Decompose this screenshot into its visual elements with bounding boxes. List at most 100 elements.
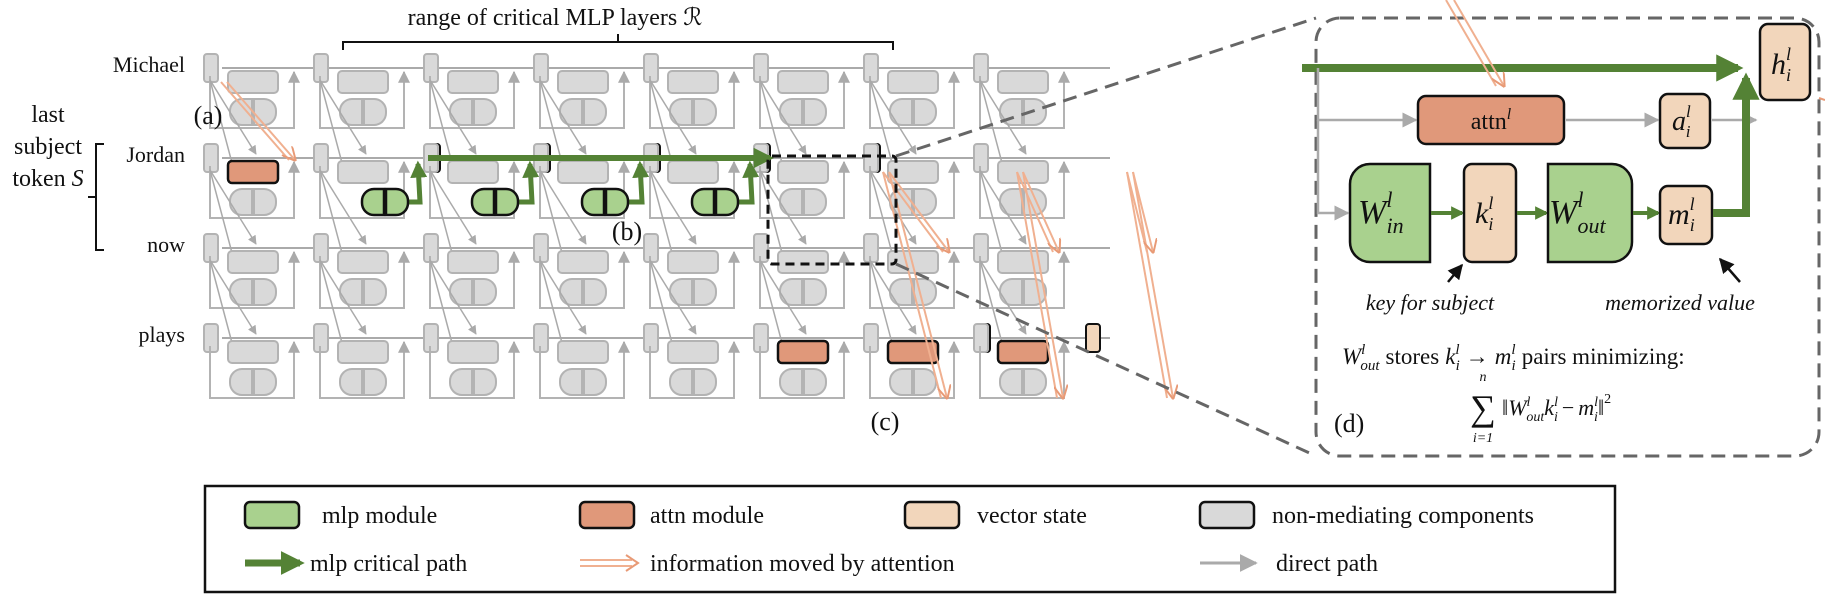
gray-attn <box>777 70 829 94</box>
gray-diagonal <box>649 169 697 245</box>
mlp-gray-right <box>693 278 717 306</box>
attn-flow-line <box>1016 171 1054 253</box>
token-michael: Michael <box>113 52 185 77</box>
gray-attn <box>447 160 499 184</box>
zoom-arrow-to-win <box>1316 120 1350 221</box>
legend-green-label: mlp critical path <box>310 551 467 577</box>
gray-attn <box>447 70 499 94</box>
gray-frame <box>209 76 295 129</box>
legend-orange-arrow <box>580 554 640 572</box>
token-jordan: Jordan <box>126 142 185 167</box>
mlp-gray-left <box>559 278 583 306</box>
mlp-gray-right <box>363 98 387 126</box>
gray-frame <box>539 76 625 129</box>
gray-diagonal <box>319 169 367 245</box>
gray-diagonal <box>319 259 367 335</box>
gray-frame <box>429 256 515 309</box>
gray-frame <box>319 256 405 309</box>
mlp-gray-right <box>1023 368 1047 396</box>
marker-a: (a) <box>194 101 223 130</box>
mlp-gray-left <box>999 368 1023 396</box>
legend-orange-label: information moved by attention <box>650 551 955 577</box>
mlp-gray-right <box>253 368 277 396</box>
gray-frame <box>539 346 625 399</box>
mlp-gray-left <box>669 368 693 396</box>
mlp-gray-right <box>253 98 277 126</box>
range-label: range of critical MLP layers ℛ <box>408 5 703 31</box>
callout-line-top <box>895 16 1317 158</box>
zoom-attn-input <box>1445 0 1504 86</box>
gray-frame <box>979 346 1065 399</box>
attn-flow-line <box>1132 171 1153 252</box>
mlp-gray-right <box>583 368 607 396</box>
attn-module <box>886 339 940 365</box>
mlp-gray-left <box>889 278 913 306</box>
token-now: now <box>147 232 185 257</box>
gray-attn <box>447 250 499 274</box>
legend-attn-swatch <box>578 500 636 530</box>
mlp-gray-left <box>779 188 803 216</box>
zoom-memory-state <box>1658 184 1714 246</box>
gray-attn <box>227 340 279 364</box>
subject-label-line1: last <box>31 102 65 128</box>
mlp-gray-right <box>693 368 717 396</box>
mlp-gray-right <box>583 98 607 126</box>
mlp-gray-left <box>779 278 803 306</box>
mlp-gray-right <box>473 98 497 126</box>
mlp-module-left <box>470 187 496 217</box>
gray-diagonal <box>319 79 367 155</box>
gray-diagonal <box>649 79 697 155</box>
zoom-w-in-module <box>1348 162 1432 264</box>
zoom-attn-module <box>1416 94 1566 146</box>
zoom-hidden-state <box>1758 22 1812 102</box>
attention-flows <box>220 81 1173 398</box>
gray-diagonal <box>979 79 1027 155</box>
mlp-gray-left <box>229 98 253 126</box>
gray-frame <box>759 256 845 309</box>
gray-attn <box>777 160 829 184</box>
gray-attn <box>667 160 719 184</box>
zoom-w-out-module <box>1546 162 1634 264</box>
gray-frame <box>209 346 295 399</box>
gray-diagonal <box>539 79 587 155</box>
gray-frame <box>649 76 735 129</box>
mlp-gray-right <box>803 368 827 396</box>
mlp-gray-left <box>229 188 253 216</box>
mlp-module-left <box>690 187 716 217</box>
gray-frame <box>869 76 955 129</box>
mlp-gray-right <box>913 278 937 306</box>
mlp-gray-left <box>889 98 913 126</box>
mlp-gray-right <box>693 98 717 126</box>
gray-attn <box>227 250 279 274</box>
mlp-gray-right <box>363 278 387 306</box>
zoom-attn-output-state <box>1658 92 1712 150</box>
gray-attn <box>557 250 609 274</box>
zoom-mem-pointer <box>1719 257 1741 283</box>
mlp-gray-left <box>779 98 803 126</box>
gray-diagonal <box>209 79 257 155</box>
mlp-gray-left <box>779 368 803 396</box>
range-indicator: range of critical MLP layers ℛ <box>342 5 894 50</box>
legend-state-label: vector state <box>977 503 1087 529</box>
attn-flow-line <box>1022 171 1063 398</box>
attn-flow-line <box>220 81 290 161</box>
range-brace <box>342 34 894 50</box>
mlp-module-right <box>604 187 630 217</box>
gray-frame <box>979 166 1065 219</box>
mlp-gray-left <box>229 368 253 396</box>
gray-attn <box>667 340 719 364</box>
gray-attn <box>337 250 389 274</box>
gray-diagonal <box>539 169 587 245</box>
mlp-gray-left <box>339 278 363 306</box>
marker-c: (c) <box>871 407 900 436</box>
gray-frame <box>209 256 295 309</box>
zoom-key-pointer <box>1447 263 1463 283</box>
mlp-module-right <box>714 187 740 217</box>
mlp-module-right <box>494 187 520 217</box>
gray-attn <box>337 160 389 184</box>
mlp-gray-left <box>999 278 1023 306</box>
